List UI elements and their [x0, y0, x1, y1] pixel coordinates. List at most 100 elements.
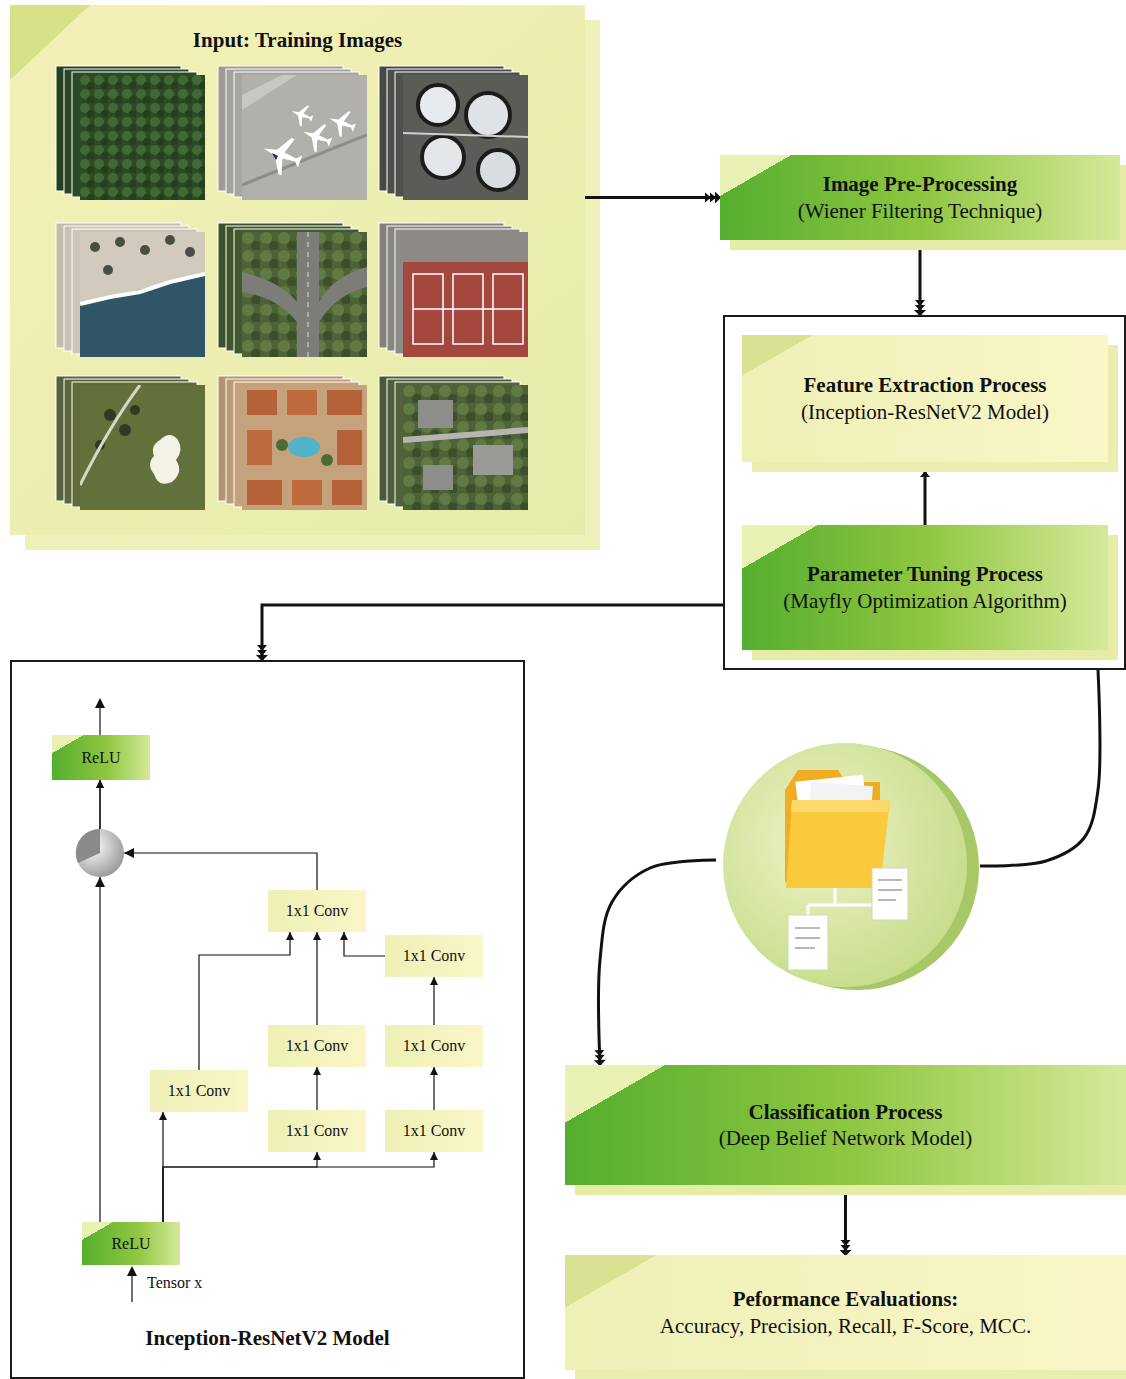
- conv-box: 1x1 Conv: [385, 935, 483, 977]
- input-arrow: [127, 1266, 137, 1302]
- layer-arrow: [344, 932, 385, 956]
- shape: [272, 153, 278, 160]
- layer-arrow: [163, 1152, 434, 1222]
- flow-arrow: [919, 240, 922, 315]
- shape: [80, 75, 205, 200]
- shape: [292, 480, 322, 505]
- box-heading: Input: Training Images: [193, 27, 402, 53]
- shape: [242, 75, 367, 200]
- process-box: Parameter Tuning Process(Mayfly Optimiza…: [742, 525, 1108, 650]
- shape: [242, 272, 297, 322]
- layer-arrow: [316, 1067, 317, 1110]
- shape: [76, 829, 124, 877]
- shape: [403, 430, 528, 440]
- shape: [878, 899, 896, 901]
- shape: [247, 480, 282, 505]
- evaluation-box: Peformance Evaluations:Accuracy, Precisi…: [565, 1255, 1126, 1370]
- shape: [418, 400, 453, 428]
- shape: [56, 376, 205, 510]
- process-box: Feature Extraction Process(Inception-Res…: [742, 335, 1108, 462]
- shape: [473, 445, 513, 475]
- flow-arrow: [585, 196, 720, 199]
- shape: [403, 75, 528, 200]
- shape: [242, 385, 367, 510]
- shape: [140, 245, 150, 255]
- shape: [95, 698, 105, 708]
- shape: [288, 101, 316, 129]
- layer-arrow: [316, 932, 317, 1025]
- shape: [90, 242, 100, 252]
- shape: [379, 223, 528, 357]
- conv-box: 1x1 Conv: [268, 890, 366, 932]
- shape: [413, 308, 523, 310]
- box-heading: 1x1 Conv: [286, 901, 349, 921]
- shape: [103, 265, 113, 275]
- activation-box: ReLU: [52, 735, 150, 780]
- shape: [218, 223, 367, 357]
- conv-box: 1x1 Conv: [150, 1070, 248, 1112]
- shape: [403, 385, 528, 510]
- input-panel: Input: Training Images: [10, 5, 585, 535]
- shape: [218, 66, 367, 200]
- flow-arrow: [262, 605, 723, 660]
- shape: [80, 385, 205, 510]
- shape: [791, 800, 890, 812]
- shape: [80, 75, 205, 200]
- activation-box: ReLU: [82, 1222, 180, 1265]
- box-heading: Feature Extraction Process: [804, 372, 1047, 398]
- box-subtitle: (Mayfly Optimization Algorithm): [783, 588, 1066, 614]
- shape: [287, 390, 317, 415]
- box-heading: ReLU: [111, 1234, 150, 1254]
- shape: [127, 1266, 137, 1276]
- shape: [130, 405, 140, 415]
- shape: [337, 430, 362, 465]
- shape: [76, 829, 100, 863]
- shape: [242, 135, 367, 185]
- shape: [723, 743, 967, 987]
- sum-node-symbol: [76, 829, 134, 887]
- box-heading: 1x1 Conv: [286, 1036, 349, 1056]
- shape: [379, 66, 528, 200]
- box-subtitle: Accuracy, Precision, Recall, F-Score, MC…: [660, 1313, 1031, 1339]
- output-arrow: [95, 698, 105, 735]
- box-subtitle: (Deep Belief Network Model): [719, 1125, 973, 1151]
- box-heading: 1x1 Conv: [168, 1081, 231, 1101]
- shape: [247, 430, 272, 465]
- shape: [115, 237, 125, 247]
- shape: [185, 247, 195, 257]
- shape: [10, 5, 585, 535]
- group-box: Feature Extraction Process(Inception-Res…: [723, 315, 1126, 670]
- flow-arrow: [599, 670, 1100, 1065]
- box-heading: Inception-ResNetV2 Model: [145, 1325, 389, 1351]
- model-box: ReLU 1x1 Conv 1x1 Conv 1x1 Conv 1x1 Conv 1x1 …: [10, 660, 525, 1379]
- conv-box: 1x1 Conv: [385, 1025, 483, 1067]
- shape: [99, 708, 100, 735]
- shape: [276, 439, 288, 451]
- shape: [104, 409, 116, 421]
- shape: [80, 232, 205, 357]
- shape: [56, 223, 205, 357]
- shape: [403, 385, 528, 510]
- shape: [242, 75, 297, 110]
- shape: [257, 130, 306, 179]
- shape: [403, 262, 528, 357]
- conv-box: 1x1 Conv: [268, 1025, 366, 1067]
- shape: [321, 454, 333, 466]
- layer-arrow: [163, 1152, 317, 1222]
- process-box: Classification Process(Deep Belief Netwo…: [565, 1065, 1126, 1185]
- shape: [418, 85, 458, 125]
- box-heading: Peformance Evaluations:: [733, 1286, 959, 1312]
- shape: [165, 235, 175, 245]
- shape: [25, 20, 600, 550]
- shape: [80, 385, 140, 485]
- box-subtitle: (Wiener Filtering Technique): [798, 198, 1043, 224]
- box-heading: ReLU: [81, 748, 120, 768]
- shape: [242, 75, 367, 200]
- shape: [80, 385, 205, 510]
- shape: [403, 232, 528, 357]
- box-subtitle: (Inception-ResNetV2 Model): [801, 399, 1049, 425]
- shape: [403, 232, 528, 357]
- shape: [297, 232, 319, 357]
- shape: [299, 119, 336, 156]
